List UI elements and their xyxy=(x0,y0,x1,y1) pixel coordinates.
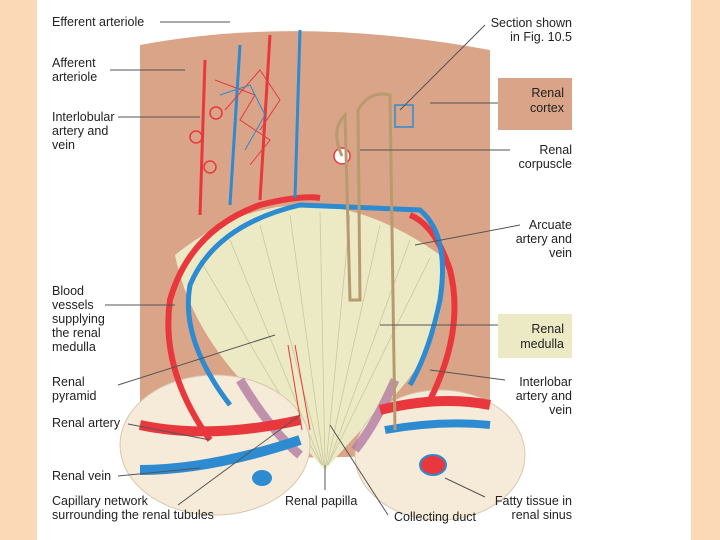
fatty-tissue-line1: Fatty tissue in xyxy=(494,494,572,508)
capillary-network-label: Capillary network surrounding the renal … xyxy=(52,494,214,522)
renal-pyramid-label: Renal pyramid xyxy=(52,375,96,403)
renal-vein-label: Renal vein xyxy=(52,469,111,483)
efferent-arteriole-label: Efferent arteriole xyxy=(52,15,144,29)
afferent-arteriole-line2: arteriole xyxy=(52,70,98,84)
interlobar-line3: vein xyxy=(549,403,572,417)
fatty-tissue-label: Fatty tissue in renal sinus xyxy=(495,494,572,522)
papilla-edge-right xyxy=(351,378,400,453)
interlobar-line2: artery and xyxy=(515,389,572,403)
renal-cortex-line1: Renal xyxy=(531,86,564,100)
sinus-vessel-right xyxy=(419,454,447,476)
renal-corpuscle-line2: corpuscle xyxy=(518,157,573,171)
section-shown-line1: Section shown xyxy=(490,16,572,30)
arcuate-line2: artery and xyxy=(515,232,572,246)
interlobular-line1: Interlobular xyxy=(52,110,115,124)
capillary-mesh xyxy=(214,69,281,166)
interlobar-label: Interlobar artery and vein xyxy=(516,375,572,417)
renal-cortex-line2: cortex xyxy=(529,101,564,115)
renal-medulla-label: Renal medulla xyxy=(498,314,572,358)
interlobular-line2: artery and xyxy=(52,124,109,138)
interlobular-label: Interlobular artery and vein xyxy=(52,110,115,152)
renal-medulla-line1: Renal xyxy=(531,322,564,336)
leader-lines xyxy=(105,21,521,516)
renal-cortex-label: Renal cortex xyxy=(498,78,572,130)
arcuate-label: Arcuate artery and vein xyxy=(516,218,572,260)
cortex-label-box xyxy=(498,78,572,130)
capillary-network-line1: Capillary network xyxy=(52,494,148,508)
glomerulus-1 xyxy=(209,106,223,120)
renal-vein-vessel xyxy=(139,435,302,475)
arcuate-line1: Arcuate xyxy=(528,218,572,232)
renal-artery-label: Renal artery xyxy=(52,416,120,430)
renal-medulla-line2: medulla xyxy=(520,337,564,351)
fatty-tissue-line2: renal sinus xyxy=(511,508,572,522)
arcuate-artery-right xyxy=(408,212,458,402)
renal-corpuscle-line1: Renal xyxy=(539,143,572,157)
section-box xyxy=(394,104,414,128)
afferent-arteriole-line1: Afferent xyxy=(52,56,96,70)
section-shown-label: Section shown in Fig. 10.5 xyxy=(491,16,572,44)
afferent-arteriole-label: Afferent arteriole xyxy=(52,56,97,84)
arcuate-vein xyxy=(185,202,445,407)
medulla-label-box xyxy=(498,314,572,358)
renal-papilla-text: Renal papilla xyxy=(285,494,358,508)
renal-artery-vessel xyxy=(138,415,302,437)
interlobar-vein-vessel xyxy=(384,419,491,434)
capillary-network-line2: surrounding the renal tubules xyxy=(52,508,214,522)
collecting-duct-text: Collecting duct xyxy=(394,510,476,524)
arcuate-line3: vein xyxy=(549,246,572,260)
interlobar-artery-vessel xyxy=(378,396,491,415)
glomerulus-2 xyxy=(189,130,203,144)
medulla-striations xyxy=(199,211,431,466)
renal-pyramid-line1: Renal xyxy=(52,375,85,389)
renal-pyramid-line2: pyramid xyxy=(52,389,97,403)
interlobar-line1: Interlobar xyxy=(519,375,572,389)
blood-vessels-line3: supplying xyxy=(52,312,105,326)
interlobular-line3: vein xyxy=(52,138,75,152)
renal-vein-text: Renal vein xyxy=(52,469,112,483)
blood-vessels-line5: medulla xyxy=(52,340,96,354)
glomerulus-3 xyxy=(203,160,217,174)
blood-vessels-line1: Blood xyxy=(52,284,84,298)
collecting-duct-label: Collecting duct xyxy=(394,510,476,524)
arcuate-artery xyxy=(165,194,321,442)
nephron-tubule xyxy=(335,92,397,431)
renal-corpuscle-label: Renal corpuscle xyxy=(519,143,573,171)
blood-vessels-line2: vessels xyxy=(52,298,94,312)
renal-medulla-region xyxy=(175,205,443,470)
efferent-arteriole-text: Efferent arteriole xyxy=(52,15,145,29)
section-shown-line2: in Fig. 10.5 xyxy=(510,30,572,44)
blood-vessels-label: Blood vessels supplying the renal medull… xyxy=(52,284,105,354)
sinus-vessel-left xyxy=(252,470,272,486)
renal-artery-text: Renal artery xyxy=(52,416,121,430)
renal-papilla-label: Renal papilla xyxy=(285,494,357,508)
blood-vessels-line4: the renal xyxy=(52,326,101,340)
